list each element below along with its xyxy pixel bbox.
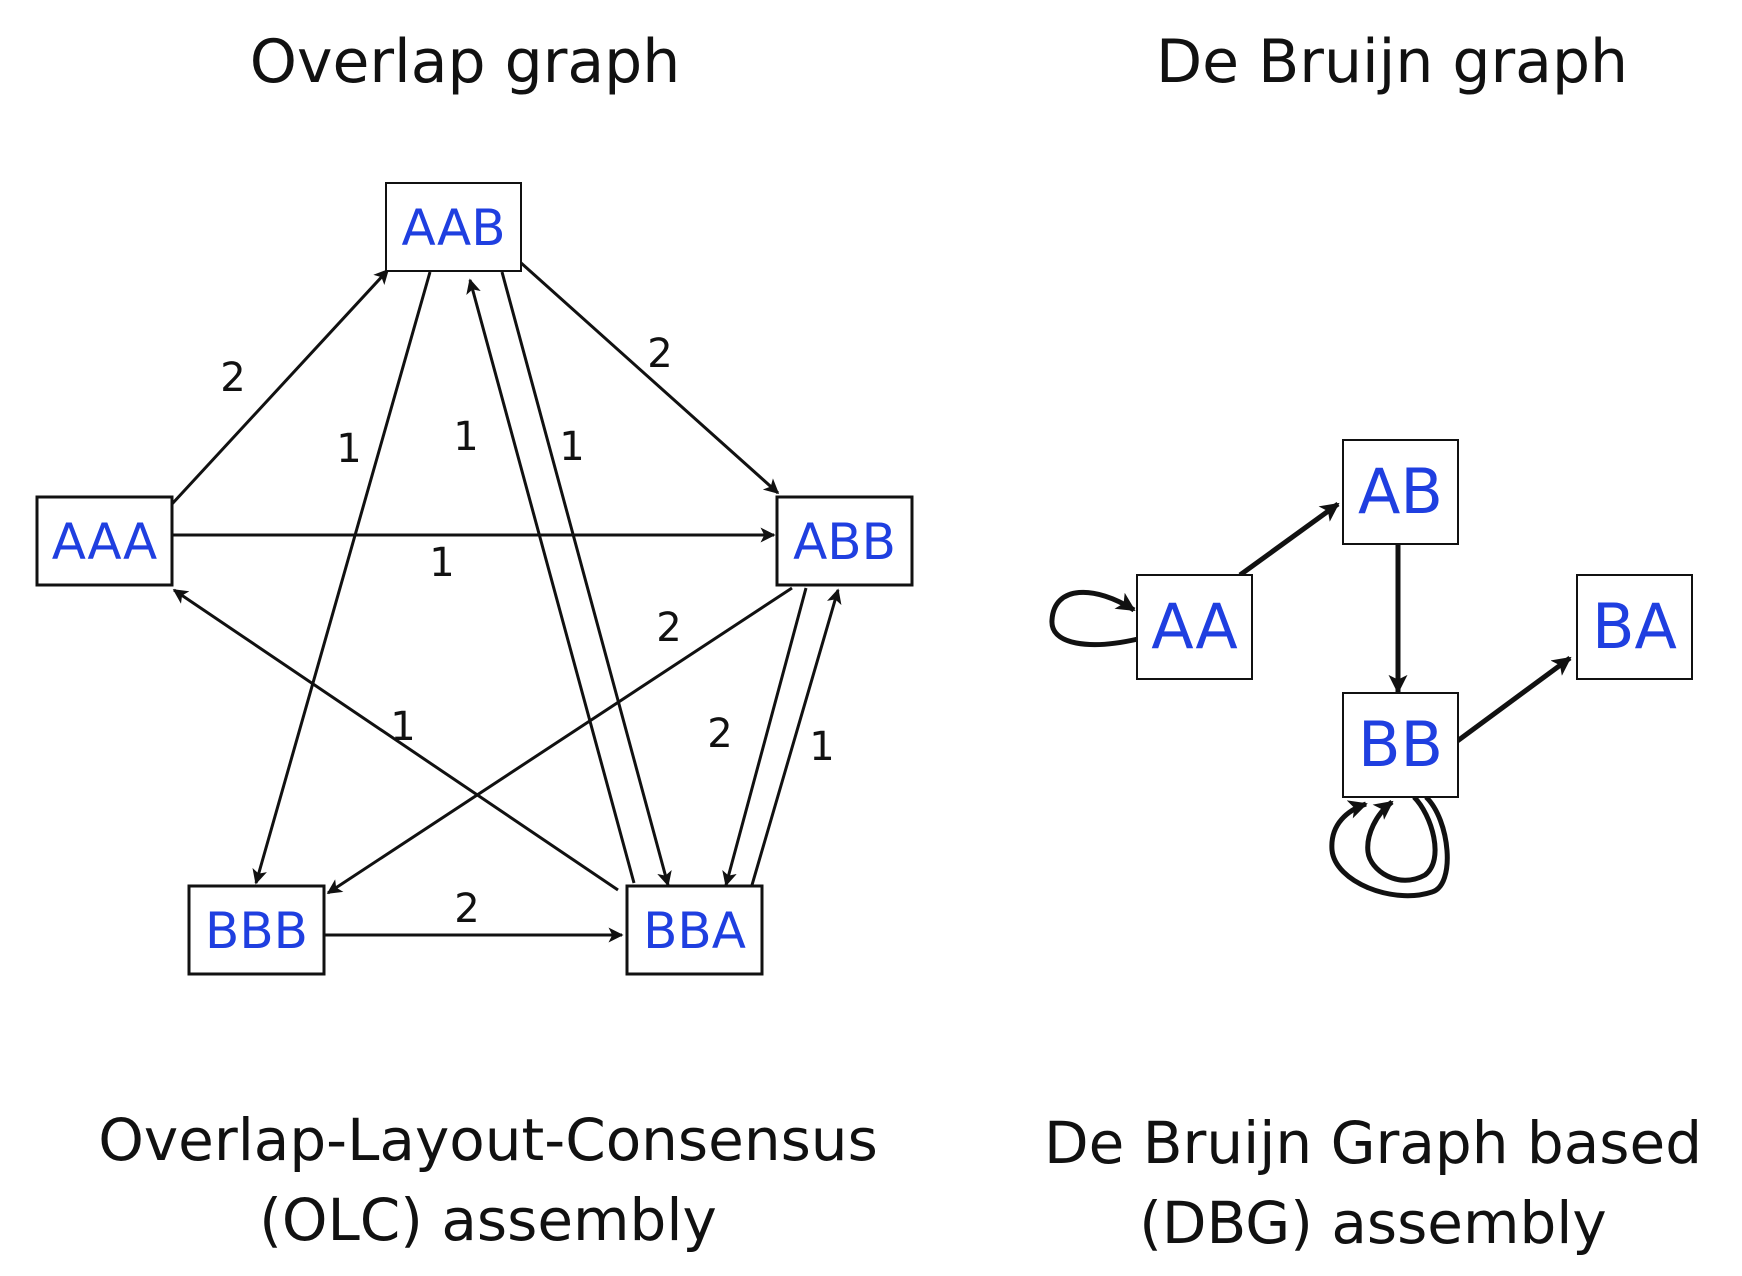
- node-aab-box: [385, 182, 522, 272]
- node-abb-label: ABB: [793, 513, 896, 571]
- edge-aab-to-abb: [518, 260, 780, 495]
- olc-caption-line1: Overlap-Layout-Consensus: [98, 1106, 878, 1174]
- weight-bba-abb: 1: [809, 724, 834, 770]
- node-bba-label: BBA: [643, 902, 746, 960]
- node-aaa: AAA: [35, 495, 174, 587]
- edge-aaa-to-aab: [170, 268, 390, 506]
- node-abb-box: [775, 495, 914, 587]
- node-bb: BB: [1342, 692, 1459, 798]
- node-aaa-box: [35, 495, 174, 587]
- weight-bba-aab: 1: [453, 414, 478, 460]
- node-ba-label: BA: [1592, 590, 1677, 663]
- weight-bbb-bba: 2: [454, 886, 479, 932]
- overlap-edges: [170, 260, 842, 943]
- weight-aab-bba: 1: [559, 424, 584, 470]
- edge-bb-self-loop-inner: [1365, 795, 1438, 883]
- weight-bba-aaa: 1: [390, 704, 415, 750]
- node-bba: BBA: [625, 884, 764, 976]
- overlap-edge-weights: 2 1 2 1 1 1 1 2 2 1 2: [220, 331, 834, 932]
- node-ab: AB: [1342, 439, 1459, 545]
- node-bba-box: [625, 884, 764, 976]
- node-aaa-label: AAA: [52, 513, 157, 571]
- node-bbb-box: [187, 884, 326, 976]
- node-ab-label: AB: [1358, 455, 1443, 528]
- weight-aab-abb: 2: [647, 331, 672, 377]
- debruijn-edges: [1049, 501, 1572, 899]
- node-ab-box: [1342, 439, 1459, 545]
- edge-bba-to-aaa: [172, 588, 619, 892]
- node-ba-box: [1576, 574, 1693, 680]
- node-aa: AA: [1136, 574, 1253, 680]
- edge-aa-to-ab: [1238, 501, 1340, 578]
- olc-caption-line2: (OLC) assembly: [259, 1186, 717, 1254]
- edge-aab-to-bbb: [252, 271, 432, 885]
- edge-aab-to-bba: [500, 271, 672, 887]
- node-aab-label: AAB: [401, 199, 505, 257]
- node-abb: ABB: [775, 495, 914, 587]
- edge-bba-to-abb: [750, 588, 842, 886]
- edge-abb-to-bbb: [326, 586, 793, 895]
- node-bbb: BBB: [187, 884, 326, 976]
- weight-aaa-aab: 2: [220, 355, 245, 401]
- edge-aa-self-loop: [1049, 589, 1139, 647]
- node-aa-label: AA: [1151, 590, 1238, 663]
- weight-abb-bbb: 2: [656, 605, 681, 651]
- node-aa-box: [1136, 574, 1253, 680]
- node-bbb-label: BBB: [205, 902, 308, 960]
- node-bb-label: BB: [1358, 708, 1443, 781]
- overlap-graph-title: Overlap graph: [250, 27, 681, 97]
- edge-bb-to-ba: [1454, 655, 1572, 745]
- weight-aab-bbb: 1: [336, 426, 361, 472]
- edge-bba-to-aab: [466, 278, 636, 884]
- weight-abb-bba: 2: [707, 711, 732, 757]
- dbg-caption-line2: (DBG) assembly: [1139, 1189, 1606, 1257]
- node-aab: AAB: [385, 182, 522, 272]
- edge-bb-self-loop-outer: [1329, 795, 1450, 899]
- edge-abb-to-bba: [722, 587, 808, 887]
- weight-aaa-abb: 1: [429, 540, 454, 586]
- dbg-caption-line1: De Bruijn Graph based: [1044, 1109, 1702, 1177]
- node-bb-box: [1342, 692, 1459, 798]
- de-bruijn-graph-title: De Bruijn graph: [1156, 27, 1628, 97]
- node-ba: BA: [1576, 574, 1693, 680]
